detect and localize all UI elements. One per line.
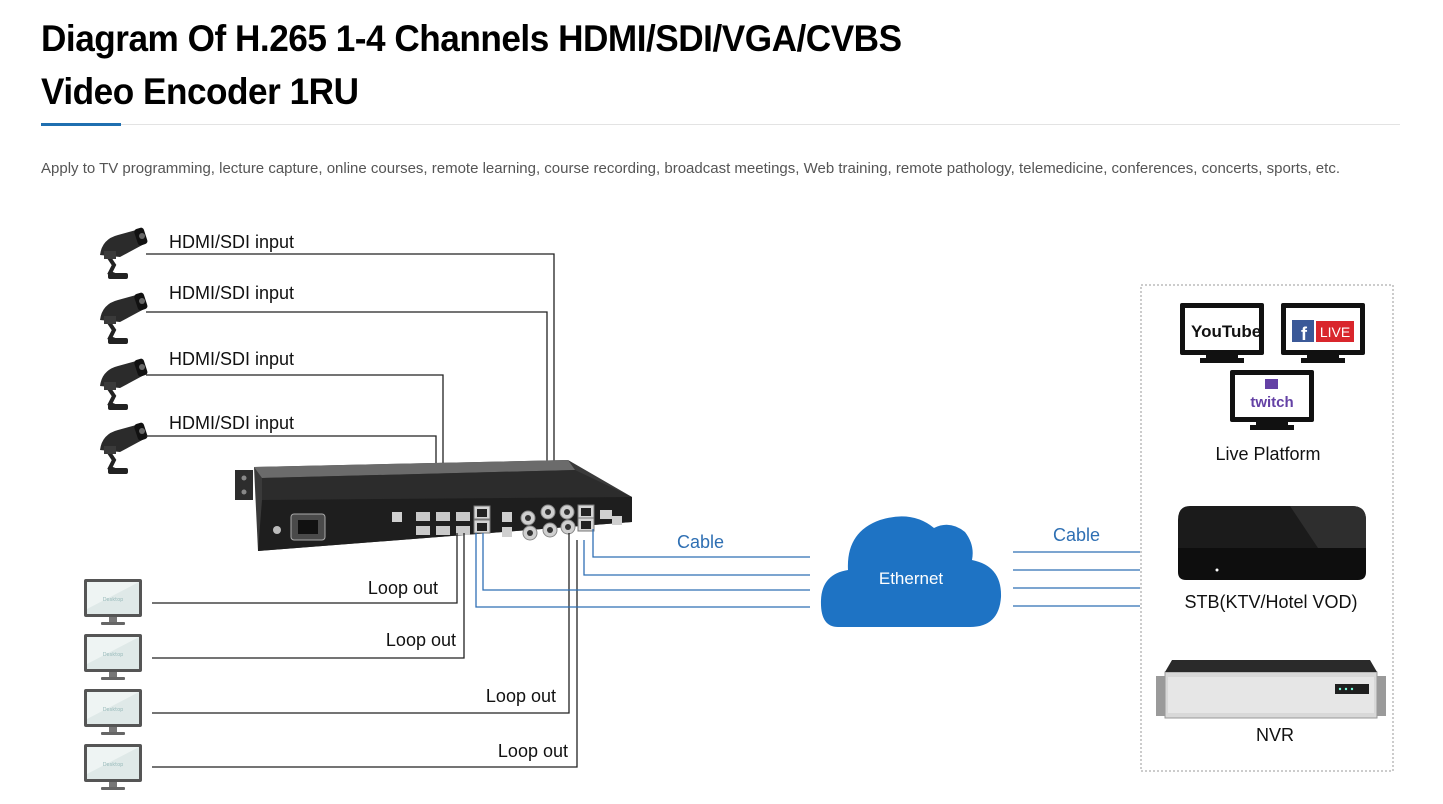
- monitor-icon: [84, 634, 142, 680]
- camera-icon: [98, 419, 151, 476]
- tv-screen-icon: YouTube: [1180, 303, 1264, 363]
- nvr-label: NVR: [1256, 725, 1294, 745]
- ethernet-destination-links: [1013, 551, 1140, 607]
- input-label: HDMI/SDI input: [169, 283, 294, 303]
- output-label: Loop out: [486, 686, 556, 706]
- title-accent-bar: [41, 123, 121, 126]
- tv-screen-icon: twitch: [1230, 370, 1314, 430]
- intro-text: Apply to TV programming, lecture capture…: [41, 160, 1340, 177]
- input-label: HDMI/SDI input: [169, 413, 294, 433]
- input-label: HDMI/SDI input: [169, 232, 294, 252]
- cloud-icon: [820, 516, 1002, 627]
- facebook-icon: [1292, 320, 1314, 342]
- camera-icon: [98, 289, 151, 346]
- encoder-device: [235, 460, 632, 551]
- cloud-label: Ethernet: [879, 569, 944, 588]
- cable-label: Cable: [1053, 525, 1100, 545]
- tv-screen-icon: f LIVE: [1281, 303, 1365, 363]
- page-title: Diagram Of H.265 1-4 Channels HDMI/SDI/V…: [41, 18, 902, 112]
- monitor-icon: [84, 689, 142, 735]
- twitch-logo: twitch: [1250, 394, 1293, 411]
- monitor-icon: [84, 579, 142, 625]
- set-top-box-icon: [1178, 506, 1366, 580]
- camera-icon: [98, 224, 151, 281]
- live-platform-label: Live Platform: [1215, 444, 1320, 464]
- title-divider: [41, 124, 1400, 125]
- encoder-ethernet-links: [475, 529, 810, 608]
- stb-label: STB(KTV/Hotel VOD): [1184, 592, 1357, 612]
- input-label: HDMI/SDI input: [169, 349, 294, 369]
- output-label: Loop out: [498, 741, 568, 761]
- destinations-box: [1140, 284, 1394, 772]
- camera-icon: [98, 355, 151, 412]
- output-label: Loop out: [368, 578, 438, 598]
- live-badge: LIVE: [1320, 324, 1350, 340]
- svg-text:f: f: [1301, 324, 1308, 344]
- output-label: Loop out: [386, 630, 456, 650]
- nvr-icon: [1156, 660, 1386, 719]
- cable-label: Cable: [677, 532, 724, 552]
- youtube-logo: YouTube: [1191, 322, 1261, 341]
- output-connectors: [152, 533, 578, 768]
- monitor-icon: [84, 744, 142, 790]
